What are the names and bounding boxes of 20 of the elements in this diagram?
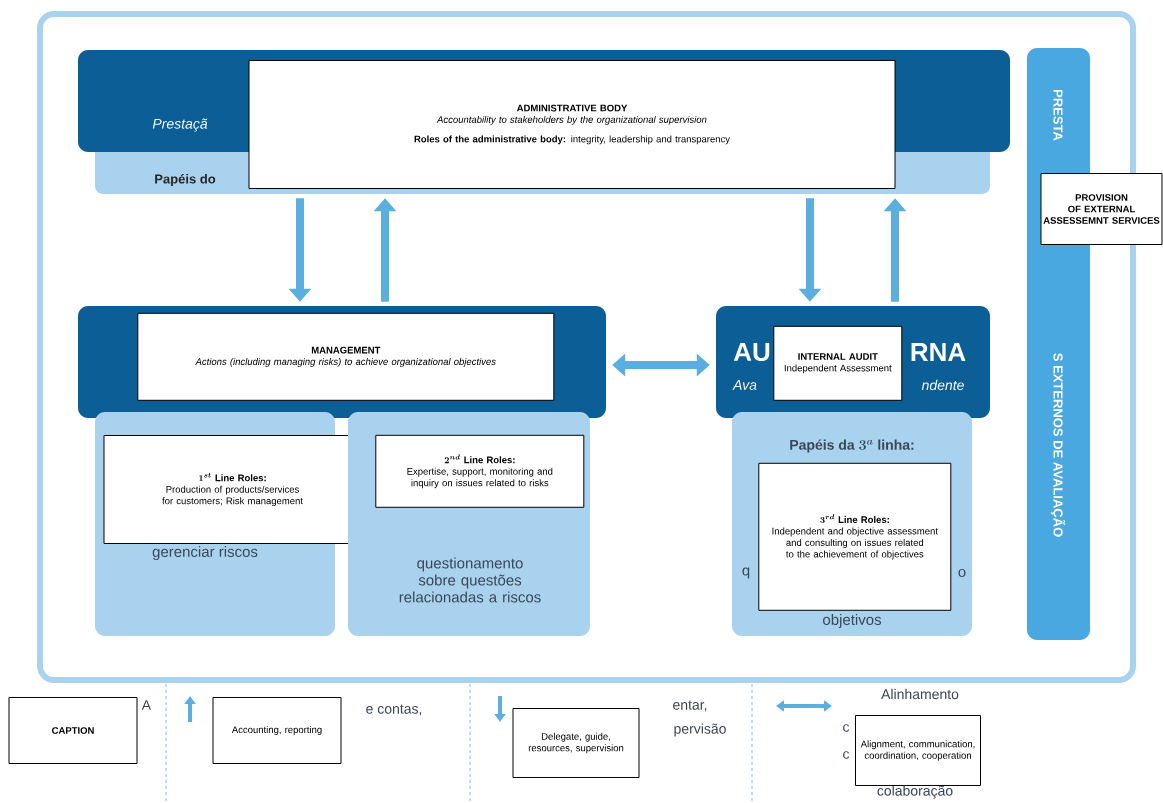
label: c — [843, 724, 850, 732]
label: pervisão — [674, 723, 726, 737]
label: c — [843, 751, 850, 759]
label: A — [141, 700, 151, 710]
label: Alinhamento — [881, 688, 959, 700]
text-box: MANAGEMENT Actions (including managing risks) to achieve organizational objectives — [137, 312, 555, 401]
label: entar, — [673, 700, 707, 712]
caption-box: CAPTION — [8, 697, 138, 764]
node-label: Papéis do — [155, 173, 216, 187]
text-box: $3^{rd}\mbox{ Line Roles:}$ Independent and objective assessment and consulting on issues related to the achievement of objectives — [758, 462, 952, 611]
label: colaboração — [877, 785, 953, 799]
legend-box: Accounting, reporting — [212, 697, 342, 764]
text-box: PROVISION OF EXTERNAL ASSESSEMNT SERVICES — [1040, 173, 1163, 245]
text-box: $1^{st}\mbox{ Line Roles:}$ Production of products/services for customers; Risk management — [103, 435, 362, 544]
text-box: INTERNAL AUDIT Independent Assessment — [773, 325, 903, 401]
text-box: ADMINISTRATIVE BODY Accountability to stakeholders by the organizational supervision Roles of the administrative body: integrity, leadership and transparency — [248, 60, 896, 189]
legend-box: Alignment, communication, coordination, cooperation — [855, 715, 981, 786]
label: e contas, — [366, 704, 422, 716]
text-box: $2^{nd}\mbox{ Line Roles:}$ Expertise, support, monitoring and inquiry on issues related to risks — [375, 434, 585, 508]
legend-box: Delegate, guide, resources, supervision — [512, 708, 640, 778]
